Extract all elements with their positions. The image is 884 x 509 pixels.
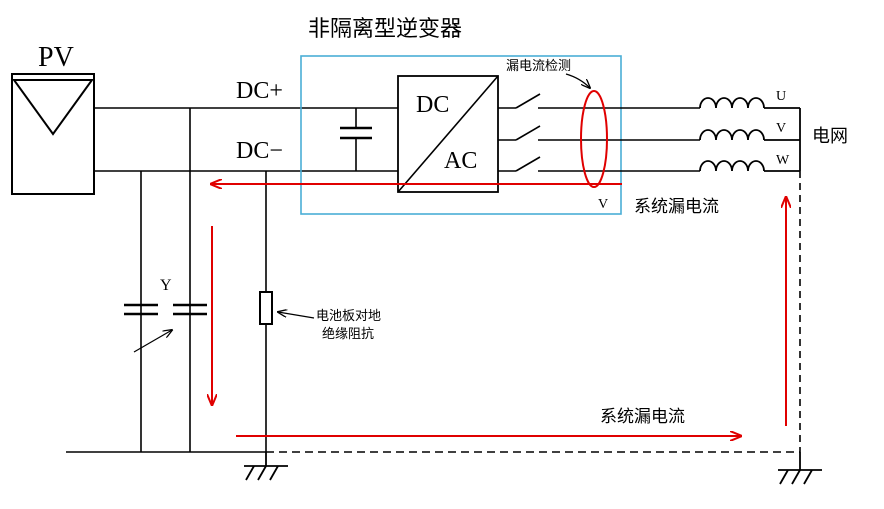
ac-label: AC <box>444 148 477 174</box>
y-cap-label: Y <box>160 277 172 294</box>
y-capacitors <box>124 303 207 316</box>
dc-label: DC <box>416 92 449 118</box>
ground-symbol-right <box>778 452 822 485</box>
grid-label: 电网 <box>812 126 848 147</box>
phase-u-label: U <box>776 89 786 104</box>
v-sensor-label: V <box>598 197 608 212</box>
leakage-current-path <box>212 184 786 436</box>
dc-plus-label: DC+ <box>236 78 283 104</box>
ac-output-lines <box>498 93 700 172</box>
system-leak-current-bottom-label: 系统漏电流 <box>600 407 685 427</box>
dc-link-capacitor <box>340 108 372 171</box>
variable-cap-arrow <box>133 330 172 353</box>
phase-w-label: W <box>776 153 790 168</box>
inverter-box <box>300 55 622 215</box>
pv-label: PV <box>38 42 74 73</box>
insulation-label-line2: 绝缘阻抗 <box>322 326 374 342</box>
pv-panel <box>11 73 95 195</box>
insulation-label-line1: 电池板对地 <box>316 309 381 324</box>
insulation-pointer <box>278 312 315 319</box>
ground-symbol-left <box>244 452 288 481</box>
insulation-resistor <box>259 291 273 325</box>
phase-v-label: V <box>776 121 786 136</box>
leak-detect-pointer <box>565 73 590 88</box>
dc-minus-label: DC− <box>236 138 283 164</box>
grid-inductors <box>699 97 801 172</box>
grid-earth-return <box>266 171 801 453</box>
leak-detect-label: 漏电流检测 <box>506 58 571 74</box>
system-leak-current-top-label: 系统漏电流 <box>634 197 719 217</box>
dc-ac-converter <box>397 75 499 193</box>
leakage-sensor-ring <box>580 90 608 188</box>
diagram-title: 非隔离型逆变器 <box>308 17 462 42</box>
dc-bus <box>66 107 398 453</box>
